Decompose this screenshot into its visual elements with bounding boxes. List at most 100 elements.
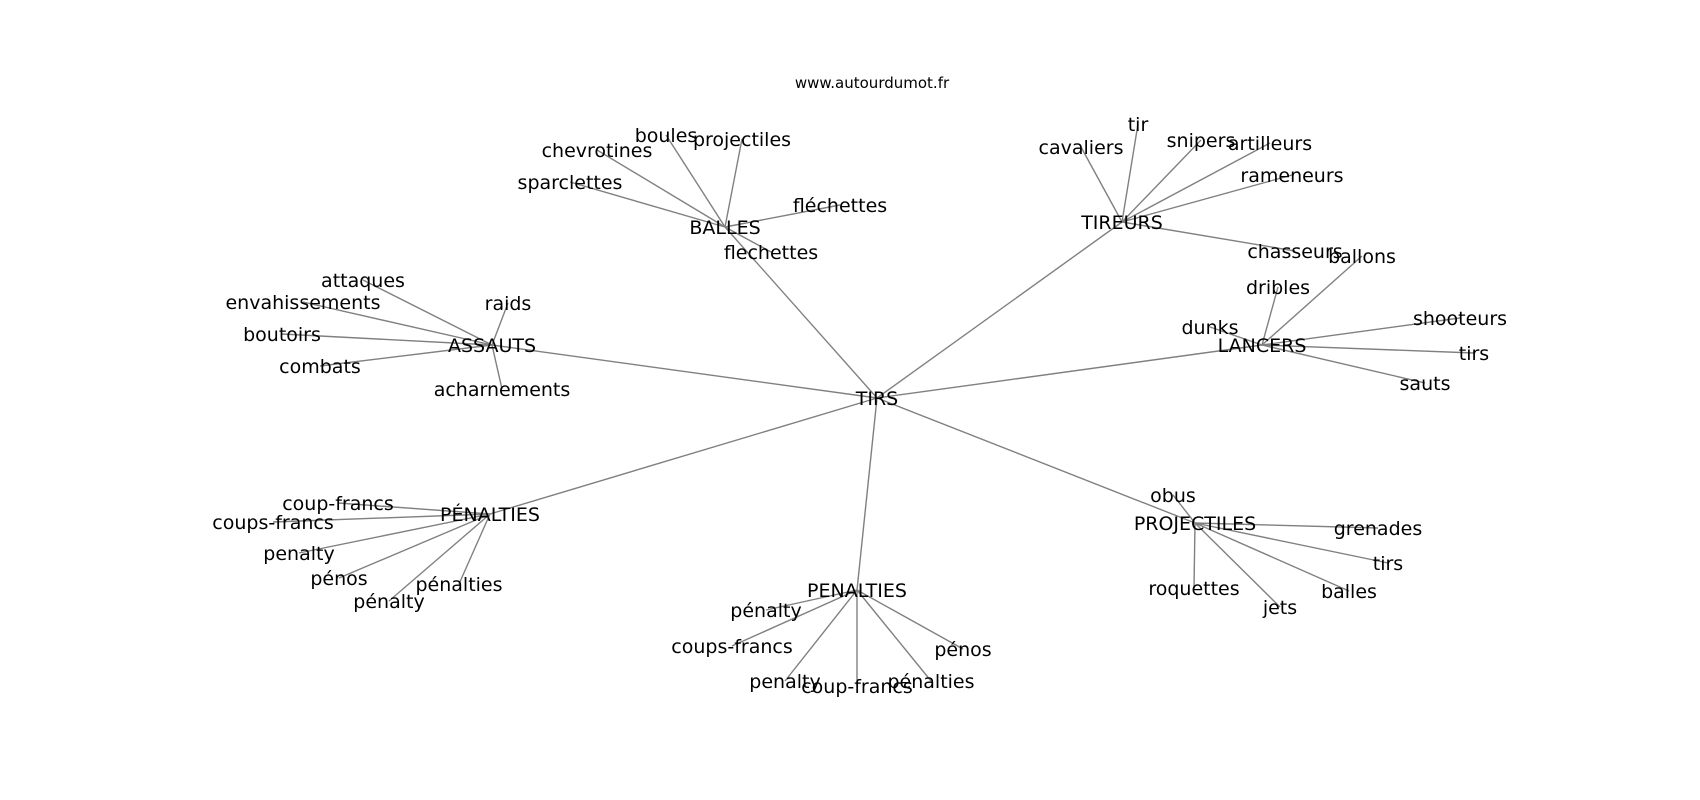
edge-projectiles-balles	[1194, 522, 1350, 592]
edge-penalties-penos	[856, 589, 964, 650]
leaf-node-penalties: pénalties	[887, 671, 974, 693]
leaf-node-obus: obus	[1150, 485, 1196, 507]
edge-penalties-coups-francs	[731, 589, 858, 647]
edge-root-projectiles	[876, 397, 1196, 524]
leaf-node-penos: pénos	[310, 568, 367, 590]
group-node-projectiles: PROJECTILES	[1134, 513, 1256, 535]
edge-root-penalties	[489, 397, 878, 515]
leaf-node-shooteurs: shooteurs	[1413, 308, 1507, 330]
edge-penalties-penalty	[298, 513, 491, 554]
leaf-node-balles: balles	[1321, 581, 1377, 603]
edge-tireurs-snipers	[1121, 139, 1202, 223]
leaf-node-flechettes: fléchettes	[793, 195, 887, 217]
edge-root-tireurs	[876, 221, 1123, 399]
edge-penalties-penalty	[765, 589, 858, 611]
leaf-node-artilleurs: artilleurs	[1228, 133, 1312, 155]
group-node-balles: BALLES	[689, 217, 760, 239]
edge-tireurs-rameneurs	[1121, 174, 1293, 223]
edge-projectiles-grenades	[1194, 522, 1379, 529]
edge-penalties-penalties	[856, 589, 932, 682]
group-node-tireurs: TIREURS	[1080, 212, 1163, 234]
leaf-node-flechettes: flechettes	[724, 242, 818, 264]
leaf-node-coup-francs: coup-francs	[282, 493, 394, 515]
edge-balles-boules	[665, 134, 726, 228]
edge-lancers-ballons	[1261, 255, 1363, 346]
leaf-node-chevrotines: chevrotines	[542, 140, 653, 162]
group-node-penalties: PÉNALTIES	[440, 503, 540, 526]
leaf-node-combats: combats	[279, 356, 361, 378]
edge-lancers-dunks	[1209, 326, 1263, 346]
leaf-node-coups-francs: coups-francs	[212, 512, 333, 534]
edge-projectiles-jets	[1194, 522, 1281, 608]
edge-lancers-shooteurs	[1261, 317, 1461, 346]
leaf-node-penalty: pénalty	[353, 591, 424, 613]
edge-balles-flechettes	[724, 226, 772, 253]
edge-assauts-attaques	[362, 279, 493, 346]
leaf-node-penalties: pénalties	[415, 574, 502, 596]
edge-lancers-sauts	[1261, 344, 1426, 384]
leaf-node-projectiles: projectiles	[693, 129, 791, 151]
edge-balles-projectiles	[724, 138, 743, 228]
leaf-node-coup-francs: coup-francs	[801, 676, 913, 698]
edge-tireurs-cavaliers	[1080, 146, 1123, 223]
leaf-node-penalty: penalty	[749, 671, 820, 693]
leaf-node-snipers: snipers	[1167, 130, 1236, 152]
site-label: www.autourdumot.fr	[795, 74, 950, 92]
leaf-node-boutoirs: boutoirs	[243, 324, 321, 346]
edge-tireurs-tir	[1121, 123, 1139, 223]
edges-layer	[272, 123, 1475, 686]
leaf-node-envahissements: envahissements	[225, 292, 380, 314]
group-node-assauts: ASSAUTS	[448, 335, 536, 357]
edge-penalties-penos	[338, 513, 491, 579]
leaf-node-rameneurs: rameneurs	[1240, 165, 1343, 187]
leaf-node-acharnements: acharnements	[434, 379, 571, 401]
leaf-node-jets: jets	[1262, 597, 1297, 619]
edge-assauts-raids	[491, 302, 509, 346]
edge-assauts-combats	[319, 344, 493, 367]
leaf-node-tirs: tirs	[1459, 343, 1489, 365]
edge-balles-chevrotines	[596, 149, 726, 228]
leaf-node-attaques: attaques	[321, 270, 405, 292]
edge-projectiles-obus	[1172, 494, 1196, 524]
leaf-node-coups-francs: coups-francs	[671, 636, 792, 658]
edge-penalties-penalties	[458, 513, 491, 585]
edge-root-balles	[724, 226, 878, 399]
edge-lancers-dribles	[1261, 286, 1279, 346]
leaf-node-sparclettes: sparclettes	[518, 172, 623, 194]
edge-lancers-tirs	[1261, 344, 1475, 354]
leaf-node-dribles: dribles	[1246, 277, 1310, 299]
leaf-node-penalty: penalty	[263, 543, 334, 565]
leaf-node-penalty: pénalty	[730, 600, 801, 622]
edge-root-lancers	[876, 344, 1263, 399]
edge-projectiles-roquettes	[1193, 522, 1196, 589]
edge-penalties-coups-francs	[272, 513, 491, 523]
edge-penalties-coup-francs	[337, 502, 491, 515]
edge-root-assauts	[491, 344, 878, 399]
leaf-node-raids: raids	[485, 293, 532, 315]
edge-assauts-boutoirs	[281, 333, 493, 346]
leaf-node-grenades: grenades	[1334, 518, 1422, 540]
leaf-node-roquettes: roquettes	[1148, 578, 1239, 600]
leaf-node-tir: tir	[1128, 114, 1149, 136]
group-node-lancers: LANCERS	[1218, 335, 1307, 357]
edge-penalties-penalty	[784, 589, 858, 682]
leaf-node-cavaliers: cavaliers	[1039, 137, 1124, 159]
leaf-node-ballons: ballons	[1328, 246, 1396, 268]
edge-balles-flechettes	[724, 204, 841, 228]
leaf-node-chasseurs: chasseurs	[1247, 241, 1342, 263]
leaf-node-tirs: tirs	[1373, 553, 1403, 575]
root-node-tirs: TIRS	[855, 388, 898, 410]
leaf-node-dunks: dunks	[1181, 317, 1238, 339]
edge-assauts-envahissements	[302, 301, 493, 346]
edge-root-penalties	[856, 397, 878, 591]
edge-projectiles-tirs	[1194, 522, 1389, 564]
edge-penalties-penalty	[388, 513, 491, 602]
leaf-node-sauts: sauts	[1400, 373, 1451, 395]
leaf-node-boules: boules	[635, 125, 698, 147]
edge-tireurs-artilleurs	[1121, 142, 1271, 223]
edge-balles-sparclettes	[569, 181, 726, 228]
edge-tireurs-chasseurs	[1121, 221, 1296, 252]
leaf-node-penos: pénos	[934, 639, 991, 661]
